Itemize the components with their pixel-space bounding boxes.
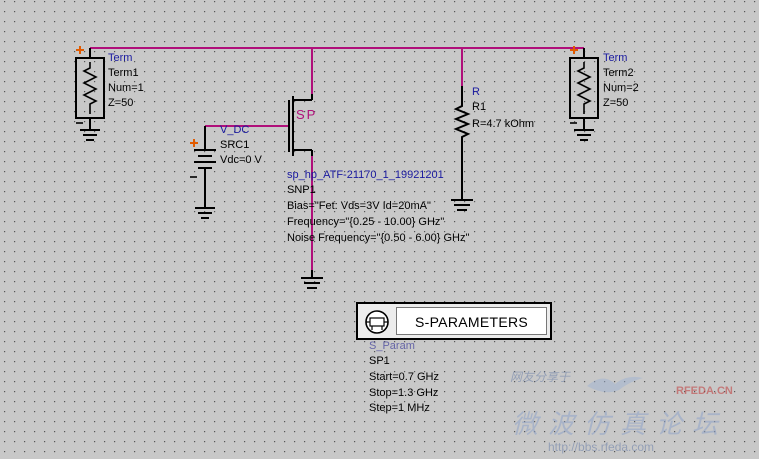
fet-frequency[interactable]: Frequency="{0.25 - 10.00} GHz": [287, 216, 445, 228]
wires[interactable]: [90, 47, 584, 270]
term2-component[interactable]: [569, 48, 599, 141]
vdc-type-label: V_DC: [220, 124, 250, 136]
fet-name[interactable]: SNP1: [287, 184, 316, 196]
fet-model: sp_hp_ATF-21170_1_19921201: [287, 169, 444, 181]
sparam-title: S-PARAMETERS: [414, 314, 529, 330]
resistor-name[interactable]: R1: [472, 101, 487, 113]
vdc-name[interactable]: SRC1: [220, 139, 250, 151]
fet-symbol-text: SP: [296, 107, 318, 122]
fet-noise-frequency[interactable]: Noise Frequency="{0.50 - 6.00} GHz": [287, 232, 470, 244]
watermark-url: http://bbs.rfeda.com: [548, 440, 655, 454]
term1-type-label: Term: [108, 52, 133, 64]
term2-z[interactable]: Z=50: [603, 97, 629, 109]
watermark-line2: 微波仿真论坛: [512, 409, 729, 439]
resistor-type-label: R: [472, 86, 480, 98]
watermark-bird-icon: [585, 370, 645, 398]
sparam-name[interactable]: SP1: [369, 355, 390, 367]
term1-port-icon: [76, 46, 84, 54]
fet-symbol[interactable]: [288, 94, 313, 156]
resistor-value[interactable]: R=4.7 kOhm: [472, 118, 535, 130]
term1-name[interactable]: Term1: [108, 67, 139, 79]
sparam-start[interactable]: Start=0.7 GHz: [369, 371, 440, 383]
sparam-type-label: S_Param: [369, 340, 415, 352]
fet-ground: [301, 270, 323, 289]
term1-component[interactable]: [75, 48, 105, 141]
term1-z[interactable]: Z=50: [108, 97, 134, 109]
sparam-step[interactable]: Step=1 MHz: [369, 402, 430, 414]
term2-port-icon: [570, 46, 578, 54]
sparam-stop[interactable]: Stop=1.3 GHz: [369, 387, 439, 399]
fet-bias[interactable]: Bias="Fet: Vds=3V Id=20mA": [287, 200, 431, 212]
sparam-title-panel: S-PARAMETERS: [396, 307, 547, 335]
vdc-source[interactable]: [190, 126, 216, 219]
vdc-plus-icon: [190, 139, 198, 147]
watermark-brand: RFEDA.CN: [676, 385, 733, 397]
term2-name[interactable]: Term2: [603, 67, 634, 79]
term2-num[interactable]: Num=2: [603, 82, 639, 94]
term2-type-label: Term: [603, 52, 628, 64]
sparameters-controller[interactable]: S-PARAMETERS: [356, 302, 552, 340]
vdc-value[interactable]: Vdc=0 V: [220, 154, 262, 166]
sparam-icon: [362, 308, 392, 336]
watermark-line1: 网友分享于: [510, 370, 571, 384]
resistor-r1[interactable]: [451, 86, 473, 211]
term1-num[interactable]: Num=1: [108, 82, 144, 94]
